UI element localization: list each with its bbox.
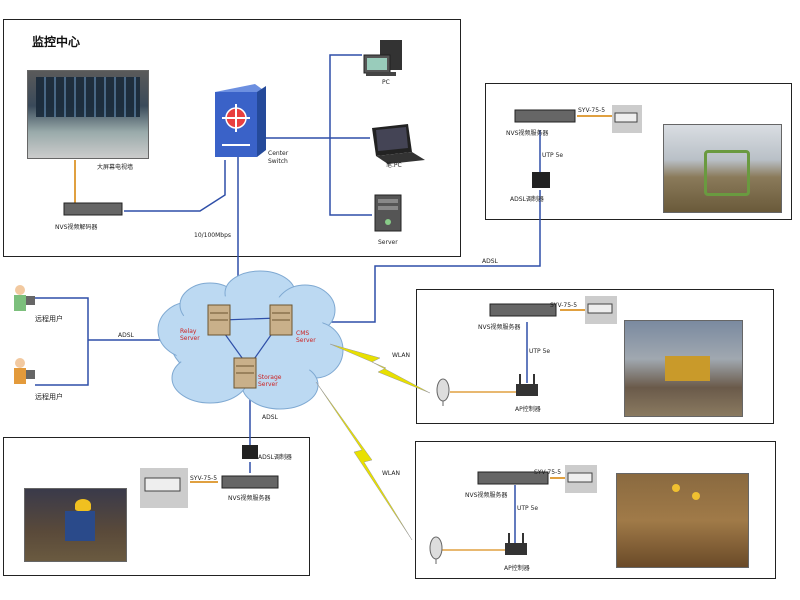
wlan-lightning-bolt-1 (329, 343, 431, 394)
site1-modem-label: ADSL调制器 (510, 196, 544, 203)
site1-construction-photo (663, 124, 782, 213)
storage-server-label: Storage Server (258, 374, 282, 388)
site3-link-label: WLAN (382, 470, 401, 477)
site1-nvs-icon (514, 109, 576, 123)
site4-cable-label: SYV-75-5 (190, 475, 218, 482)
switch-to-server-link (329, 138, 372, 216)
site4-nvs-label: NVS视频服务器 (228, 495, 271, 502)
site1-ftp-label: UTP 5e (542, 152, 564, 159)
monitoring-room-photo (27, 70, 149, 159)
site2-ftp-label: UTP 5e (529, 348, 551, 355)
nvs-decoder-label: NVS视频解码器 (55, 224, 98, 231)
site3-ap-router-icon (505, 533, 527, 555)
site3-ftp-label: UTP 5e (517, 505, 539, 512)
site1-camera-icon (612, 105, 642, 133)
site4-workers-photo (24, 488, 127, 562)
monitor-center-title: 监控中心 (32, 35, 81, 49)
site2-ap-label: AP控制器 (515, 406, 541, 413)
decoder-to-switch-link (124, 160, 226, 212)
remote-user-2-label: 远程用户 (35, 393, 63, 401)
site3-ap-label: AP控制器 (504, 565, 530, 572)
cms-server-icon (269, 304, 293, 336)
remote-adsl-label: ADSL (118, 332, 134, 339)
remote-user-2-icon (14, 358, 35, 384)
nvs-decoder-icon (63, 202, 123, 216)
site2-ap-router-icon (516, 374, 538, 396)
site4-modem-icon (242, 445, 258, 459)
site2-nvs-icon (489, 303, 557, 317)
big-screen-label: 大屏幕电视墙 (97, 164, 134, 171)
site1-nvs-label: NVS视频服务器 (506, 130, 549, 137)
storage-server-icon (233, 357, 257, 389)
site4-modem-label: ADSL调制器 (258, 454, 292, 461)
site3-camera-icon (565, 465, 597, 493)
speed-label: 10/100Mbps (194, 232, 232, 239)
site4-link-label: ADSL (262, 414, 278, 421)
remote-user-1-icon (14, 285, 35, 311)
laptop-label: 笔.PC (386, 162, 402, 169)
server-label: Server (378, 239, 398, 246)
center-switch-icon (215, 84, 266, 157)
pc-label: PC (382, 79, 390, 86)
wlan-lightning-bolt-2 (315, 381, 413, 541)
site1-adsl-link (320, 190, 541, 323)
site1-modem-icon (532, 172, 550, 188)
site3-cable-label: SYV-75-5 (534, 469, 562, 476)
site3-nvs-label: NVS视频服务器 (465, 492, 508, 499)
relay-server-label: Relay Server (180, 328, 200, 342)
site2-cable-label: SYV-75-5 (550, 302, 578, 309)
site1-link-label: ADSL (482, 258, 498, 265)
remote-user-1-label: 远程用户 (35, 315, 63, 323)
site2-nvs-label: NVS视频服务器 (478, 324, 521, 331)
site3-workers-photo (616, 473, 749, 568)
site2-link-label: WLAN (392, 352, 411, 359)
site2-antenna-icon (436, 378, 450, 406)
relay-server-icon (207, 304, 231, 336)
site3-nvs-icon (477, 471, 549, 485)
cms-server-label: CMS Server (296, 330, 316, 344)
remote-users-link (35, 297, 89, 386)
center-switch-label: Center Switch (268, 150, 289, 165)
site3-antenna-icon (429, 536, 443, 564)
server-tower-icon (374, 194, 402, 232)
site4-camera-icon (140, 468, 188, 508)
switch-to-pc-link (262, 54, 362, 139)
site1-cable-label: SYV-75-5 (578, 107, 606, 114)
laptop-icon (372, 124, 425, 164)
pc-icon (363, 40, 402, 76)
site4-nvs-icon (221, 475, 279, 489)
site2-camera-icon (585, 296, 617, 324)
site2-truck-photo (624, 320, 743, 417)
